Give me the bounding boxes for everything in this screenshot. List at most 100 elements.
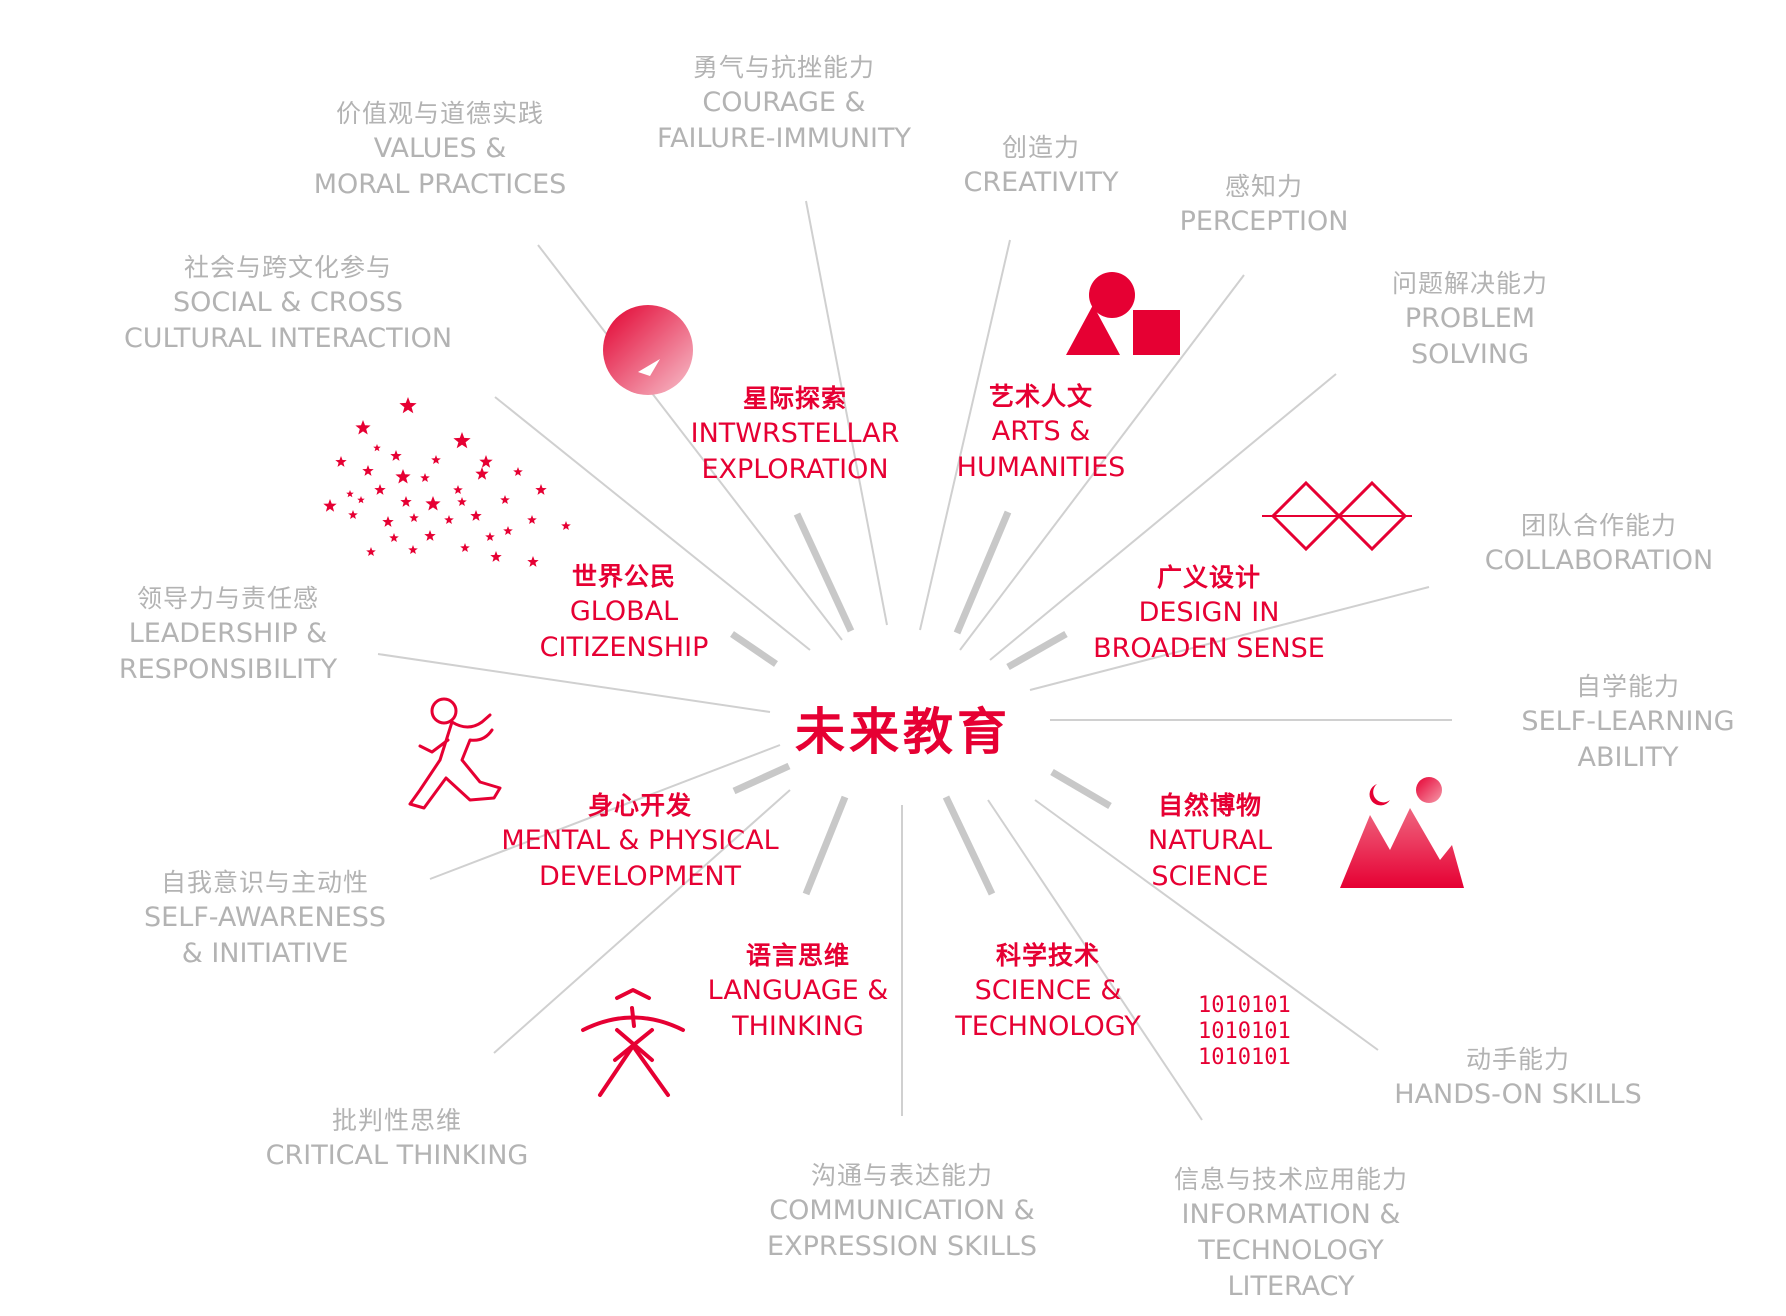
domain-en-line2: HUMANITIES <box>956 452 1126 483</box>
star-shape <box>348 510 358 519</box>
star-shape <box>346 490 354 498</box>
binary-line: 1010101 <box>1198 1019 1291 1044</box>
ability-communication: 沟通与表达能力 COMMUNICATION & EXPRESSION SKILL… <box>767 1159 1037 1265</box>
ray-handson <box>1034 799 1379 1051</box>
star-shape <box>362 465 374 476</box>
ability-en-line1: COMMUNICATION & <box>769 1195 1035 1226</box>
ray-critical <box>493 789 791 1054</box>
planet-icon <box>603 305 693 395</box>
star-shape <box>357 496 365 504</box>
ability-zh: 批判性思维 <box>331 1106 463 1135</box>
ray-courage <box>805 200 888 626</box>
ability-information-technology: 信息与技术应用能力 INFORMATION & TECHNOLOGY LITER… <box>1174 1163 1408 1305</box>
ability-zh: 沟通与表达能力 <box>810 1161 993 1190</box>
ability-en-line1: INFORMATION & <box>1181 1199 1401 1230</box>
star-shape <box>366 547 376 556</box>
ray-leadership <box>377 653 771 713</box>
ability-en-line2: ABILITY <box>1577 742 1679 773</box>
inner-ray <box>1006 630 1068 671</box>
star-shape <box>503 526 513 535</box>
taichi-figure-icon <box>408 697 502 810</box>
ability-en-line1: SELF-LEARNING <box>1521 706 1735 737</box>
ability-zh: 创造力 <box>1001 133 1081 162</box>
domain-en-line1: ARTS & <box>991 416 1091 447</box>
star-shape <box>323 499 337 512</box>
inner-ray <box>732 762 791 795</box>
ability-self-awareness: 自我意识与主动性 SELF-AWARENESS & INITIATIVE <box>144 866 386 972</box>
stars-icon <box>323 397 571 567</box>
domain-zh: 自然博物 <box>1157 791 1263 820</box>
star-shape <box>425 496 441 511</box>
domain-en-line2: TECHNOLOGY <box>955 1011 1141 1042</box>
ability-en-line2: SOLVING <box>1410 339 1530 370</box>
star-shape <box>490 551 502 562</box>
star-shape <box>374 484 386 495</box>
binary-line: 1010101 <box>1198 993 1291 1018</box>
ray-perception <box>959 274 1245 651</box>
star-shape <box>453 485 463 494</box>
domain-science-technology: 科学技术 SCIENCE & TECHNOLOGY <box>955 939 1141 1045</box>
star-shape <box>390 450 402 461</box>
ability-zh: 价值观与道德实践 <box>335 99 544 128</box>
ability-en-line1: PERCEPTION <box>1179 206 1349 237</box>
inner-ray <box>802 795 849 896</box>
star-shape <box>535 484 547 495</box>
ability-values: 价值观与道德实践 VALUES & MORAL PRACTICES <box>314 97 567 203</box>
ability-zh: 感知力 <box>1224 172 1304 201</box>
ability-en-line1: HANDS-ON SKILLS <box>1394 1079 1642 1110</box>
mountains-icon <box>1340 777 1464 888</box>
star-shape <box>485 532 495 541</box>
ability-self-learning: 自学能力 SELF-LEARNING ABILITY <box>1521 670 1734 776</box>
star-shape <box>457 497 467 506</box>
star-shape <box>431 455 441 464</box>
domain-en-line2: DEVELOPMENT <box>538 861 742 892</box>
star-shape <box>409 513 419 522</box>
domain-en-line1: SCIENCE & <box>974 975 1122 1006</box>
ability-en-line2: CULTURAL INTERACTION <box>123 323 453 354</box>
domain-natural-science: 自然博物 NATURAL SCIENCE <box>1148 789 1272 895</box>
star-shape <box>373 444 381 452</box>
ability-zh: 自学能力 <box>1575 672 1681 701</box>
domain-en-line1: LANGUAGE & <box>707 975 889 1006</box>
domain-en-line2: BROADEN SENSE <box>1093 633 1325 664</box>
ability-en-line1: LEADERSHIP & <box>128 618 328 649</box>
star-shape <box>475 467 489 480</box>
ray-collaboration <box>1029 586 1430 691</box>
star-shape <box>389 533 399 542</box>
star-shape <box>479 455 493 468</box>
star-shape <box>444 515 454 524</box>
language-glyph-icon <box>581 988 685 1097</box>
domain-zh: 艺术人文 <box>988 382 1093 411</box>
ability-hands-on: 动手能力 HANDS-ON SKILLS <box>1394 1043 1641 1113</box>
ability-critical-thinking: 批判性思维 CRITICAL THINKING <box>266 1104 529 1174</box>
domain-en-line1: INTWRSTELLAR <box>690 418 900 449</box>
star-shape <box>470 510 482 521</box>
binary-code: 1010101 1010101 1010101 <box>1198 993 1291 1071</box>
outer-rays <box>377 200 1452 1121</box>
inner-ray <box>793 512 855 633</box>
star-shape <box>527 515 537 524</box>
star-shape <box>424 530 436 541</box>
ability-leadership: 领导力与责任感 LEADERSHIP & RESPONSIBILITY <box>119 582 337 688</box>
domain-design-broaden-sense: 广义设计 DESIGN IN BROADEN SENSE <box>1093 561 1325 667</box>
domain-language-thinking: 语言思维 LANGUAGE & THINKING <box>708 939 889 1045</box>
star-shape <box>399 397 417 414</box>
domain-zh: 身心开发 <box>587 791 693 820</box>
star-shape <box>408 545 418 554</box>
center-title: 未来教育 <box>795 703 1011 761</box>
domain-en-line2: CITIZENSHIP <box>539 632 709 663</box>
domain-zh: 广义设计 <box>1156 563 1262 592</box>
ability-zh: 社会与跨文化参与 <box>183 253 392 282</box>
ability-zh: 领导力与责任感 <box>136 584 319 613</box>
star-shape <box>513 467 523 476</box>
domain-zh: 星际探索 <box>742 384 847 413</box>
domain-en-line1: MENTAL & PHYSICAL <box>501 825 779 856</box>
ability-perception: 感知力 PERCEPTION <box>1180 170 1349 240</box>
ray-creativity <box>919 239 1011 631</box>
domain-interstellar-exploration: 星际探索 INTWRSTELLAR EXPLORATION <box>691 382 900 488</box>
ability-social-cultural: 社会与跨文化参与 SOCIAL & CROSS CULTURAL INTERAC… <box>124 251 452 357</box>
ability-courage: 勇气与抗挫能力 COURAGE & FAILURE-IMMUNITY <box>657 51 911 157</box>
ability-zh: 信息与技术应用能力 <box>1173 1165 1409 1194</box>
domain-zh: 世界公民 <box>571 562 676 591</box>
